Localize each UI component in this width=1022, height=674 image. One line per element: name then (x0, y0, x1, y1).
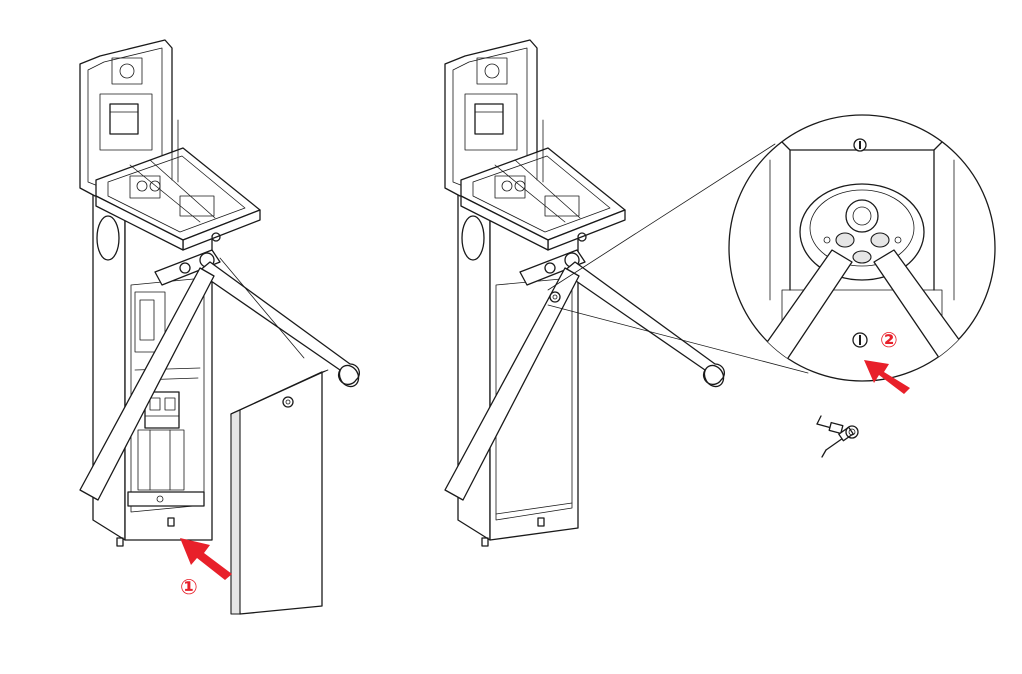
arrow-icon (180, 538, 232, 580)
turnstile-left (79, 39, 360, 547)
turnstile-right-closed-panel (495, 277, 573, 521)
arrow-icon-step-2 (864, 360, 910, 394)
callout-line-bottom (547, 304, 809, 374)
step-2-label: ② (880, 328, 898, 352)
lock-icon (211, 232, 221, 242)
turnstile-right-arm-upper (562, 261, 725, 386)
front-panel-lock-icon (282, 396, 294, 408)
turnstile-right (444, 39, 725, 547)
turnstile-right-lock-icon (549, 291, 561, 303)
turnstile-left-arm-upper (197, 261, 360, 386)
keys-icon (816, 415, 859, 458)
turnstile-left-reader-window (96, 215, 120, 261)
step-1-label: ① (180, 575, 198, 599)
turnstile-left-arm-lower (79, 267, 215, 501)
turnstile-left-rotor-hub (154, 249, 221, 286)
detail-magnifier (728, 114, 996, 382)
front-panel (230, 369, 329, 615)
callout-line-top (547, 143, 776, 291)
